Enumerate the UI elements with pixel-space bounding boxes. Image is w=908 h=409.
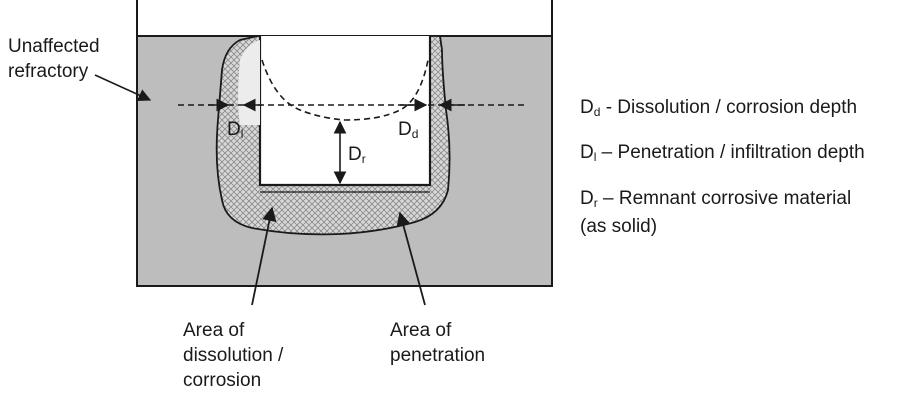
dl-label: Dl xyxy=(227,119,244,141)
unaffected-leader xyxy=(94,74,152,102)
unaffected-label-line1: Unaffected xyxy=(8,36,100,57)
unaffected-label-line2: refractory xyxy=(8,61,89,82)
dr-label: Dr xyxy=(348,144,366,166)
legend-dl: Dl – Penetration / infiltration depth xyxy=(580,142,865,164)
legend-dr-cont: (as solid) xyxy=(580,216,658,237)
penetration-label-line2: penetration xyxy=(390,345,486,366)
penetration-label-line1: Area of xyxy=(390,320,452,341)
legend-dr: Dr – Remnant corrosive material xyxy=(580,188,852,210)
dissolution-leader xyxy=(251,206,277,306)
legend-dd: Dd - Dissolution / corrosion depth xyxy=(580,97,858,119)
original-interface-curve xyxy=(261,59,429,121)
penetration-leader xyxy=(396,211,426,306)
dissolution-label-line1: Area of xyxy=(183,320,245,341)
dd-label: Dd xyxy=(398,119,419,141)
dissolution-label-line3: corrosion xyxy=(183,370,262,391)
dissolution-label-line2: dissolution / xyxy=(183,345,284,366)
cavity xyxy=(258,36,432,187)
